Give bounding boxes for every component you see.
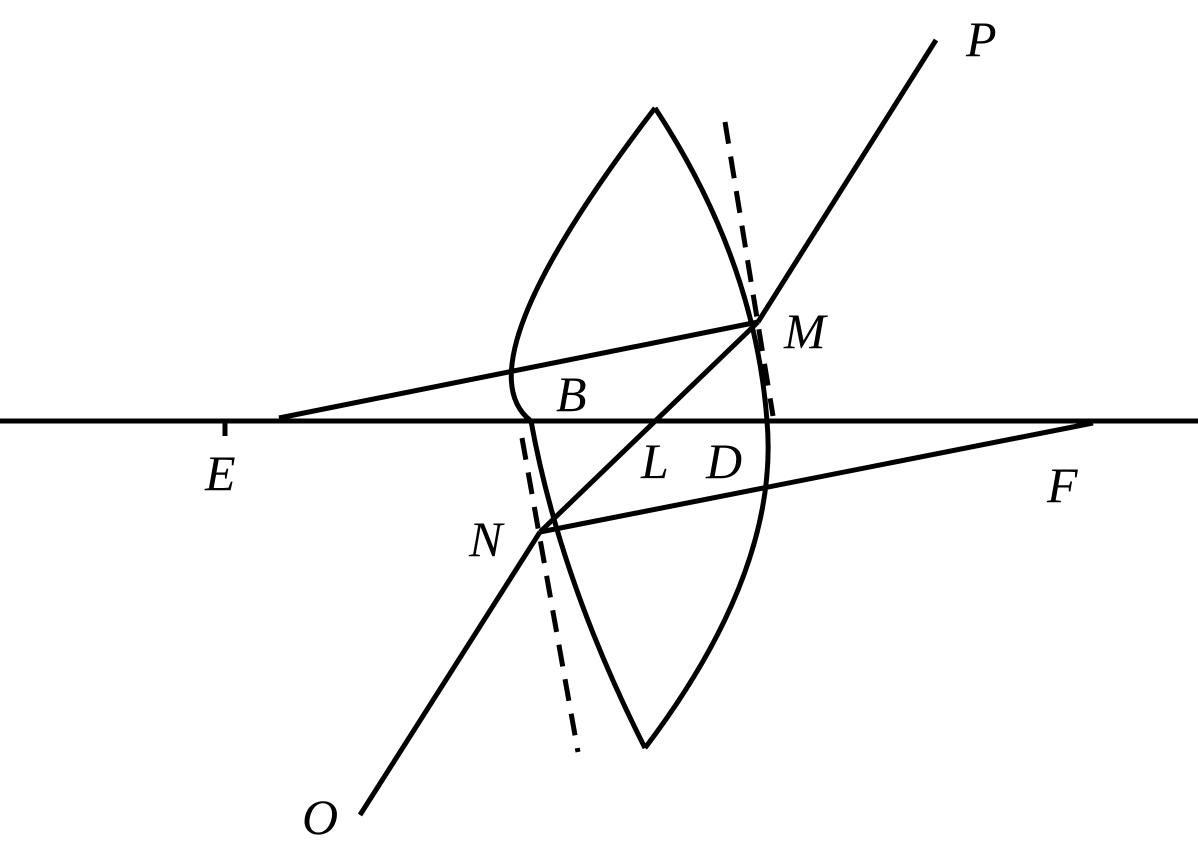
label-n: N: [468, 511, 505, 567]
tangent-line-at-m: [722, 121, 776, 417]
label-p: P: [965, 11, 997, 67]
line-e-to-m: [278, 319, 759, 421]
label-d: D: [705, 433, 742, 489]
label-f: F: [1046, 457, 1078, 513]
label-e: E: [204, 445, 236, 501]
ray-n-to-o: [357, 530, 543, 817]
label-o: O: [302, 789, 338, 845]
lens-left-surface: [508, 106, 657, 750]
tangent-line-at-n: [519, 437, 581, 753]
label-l: L: [640, 433, 669, 489]
line-n-to-f: [539, 420, 1094, 535]
lens-right-surface: [643, 106, 771, 750]
label-b: B: [556, 366, 587, 422]
ray-p-to-m: [755, 38, 939, 324]
ray-m-to-n: [538, 320, 760, 534]
label-m: M: [783, 303, 828, 359]
